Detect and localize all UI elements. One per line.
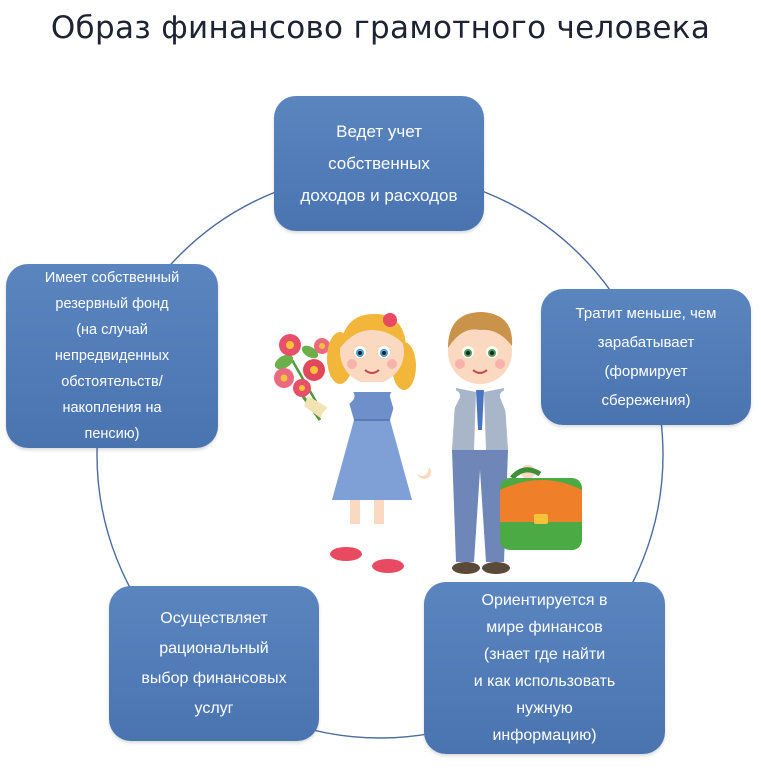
boy-icon [416, 312, 582, 574]
page-title: Образ финансово грамотного человека [50, 10, 711, 46]
item-line: пенсию) [84, 426, 140, 442]
item-line: нужную [516, 700, 573, 717]
item-line: Осуществляет [160, 609, 268, 627]
item-line: Тратит меньше, чем [575, 305, 717, 322]
item-box-right: Тратит меньше, чем зарабатывает (формиру… [541, 289, 751, 425]
item-line: собственных [328, 153, 430, 173]
item-line: (на случай [76, 322, 148, 338]
item-line: информацию) [492, 727, 597, 744]
item-line: и как использовать [473, 673, 616, 690]
item-line: услуг [194, 699, 234, 717]
item-line: выбор финансовых [141, 669, 287, 687]
item-line: (формирует [604, 363, 688, 380]
item-line: Ведет учет [336, 121, 422, 141]
item-line: сбережения) [601, 392, 691, 409]
item-line: зарабатывает [597, 334, 695, 351]
item-box-bottom-right: Ориентируется в мире финансов (знает где… [424, 582, 665, 754]
item-box-left: Имеет собственный резервный фонд (на слу… [6, 264, 218, 448]
item-line: доходов и расходов [300, 185, 458, 205]
girl-icon [274, 313, 431, 573]
item-line: непредвиденных [54, 348, 170, 364]
item-line: Ориентируется в [481, 592, 608, 609]
item-line: Имеет собственный [44, 270, 180, 286]
item-box-bottom-left: Осуществляет рациональный выбор финансов… [109, 586, 319, 741]
item-box-top: Ведет учет собственных доходов и расходо… [274, 96, 484, 231]
item-line: резервный фонд [55, 296, 169, 312]
item-line: рациональный [159, 639, 269, 657]
item-line: мире финансов [486, 619, 603, 636]
item-line: накопления на [62, 400, 162, 416]
item-line: обстоятельств/ [61, 374, 163, 390]
item-line: (знает где найти [483, 646, 606, 663]
children-illustration-icon [274, 312, 582, 574]
